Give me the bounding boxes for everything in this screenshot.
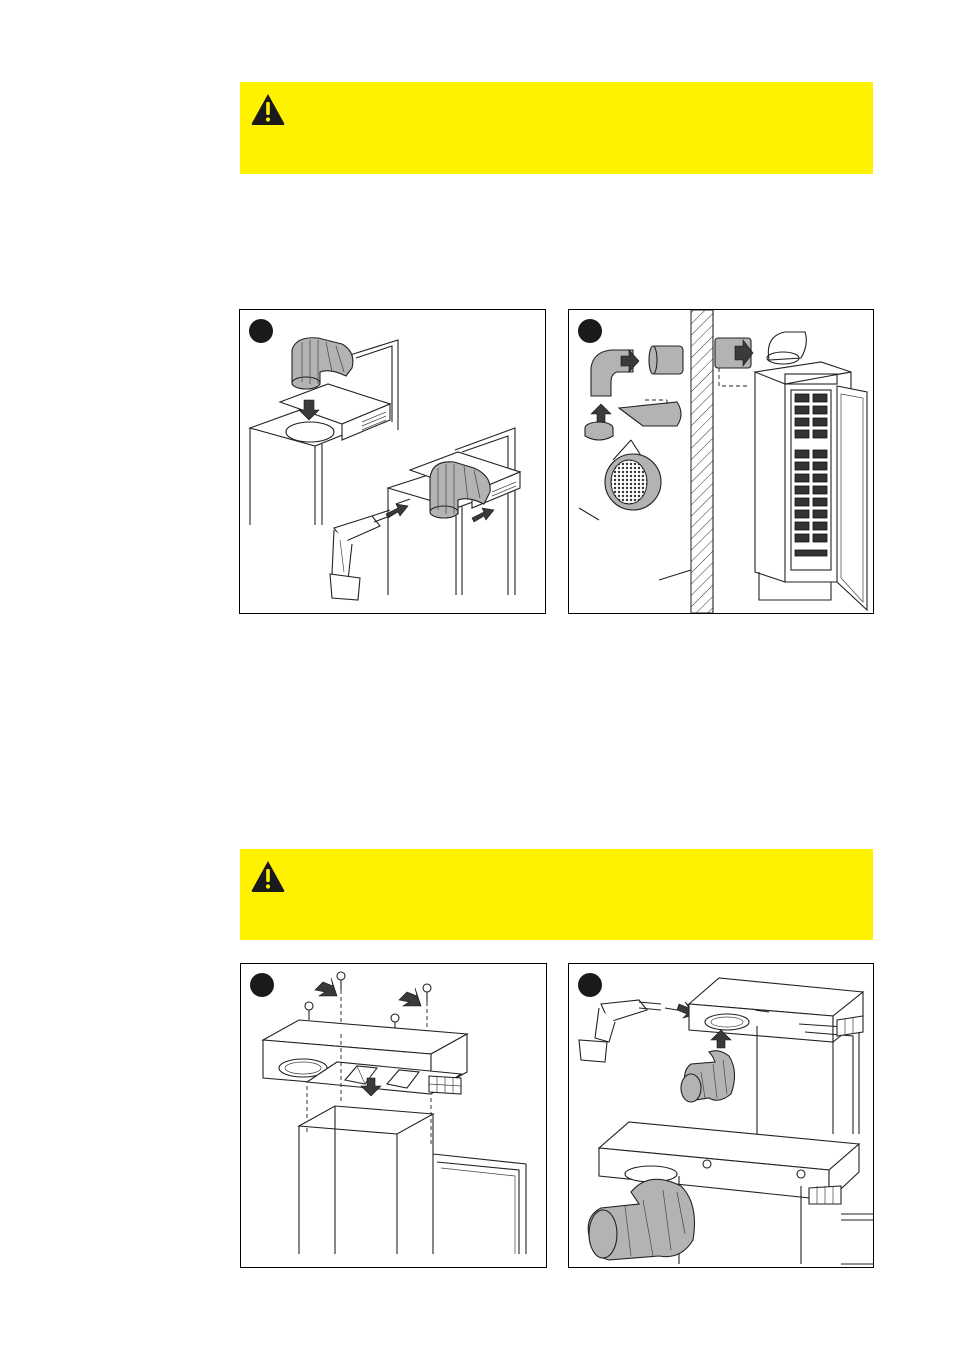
warning-box-bottom xyxy=(240,849,873,940)
step-marker-icon xyxy=(578,973,602,997)
filter-grid xyxy=(836,1015,864,1037)
filter-grid xyxy=(808,1185,842,1205)
cabinet-modules xyxy=(794,393,828,557)
warning-box-top xyxy=(240,82,873,174)
step-marker-icon xyxy=(578,319,602,343)
figure-3-hood-mounting xyxy=(240,963,547,1268)
figure-2-wall-duct xyxy=(568,309,874,614)
figure-1-duct-elbow xyxy=(239,309,546,614)
step-marker-icon xyxy=(249,319,273,343)
step-marker-icon xyxy=(250,973,274,997)
warning-triangle-icon xyxy=(251,94,285,125)
warning-triangle-icon xyxy=(251,861,285,892)
filter-grid xyxy=(428,1075,462,1095)
figure-4-elbow-screwing xyxy=(568,963,874,1268)
